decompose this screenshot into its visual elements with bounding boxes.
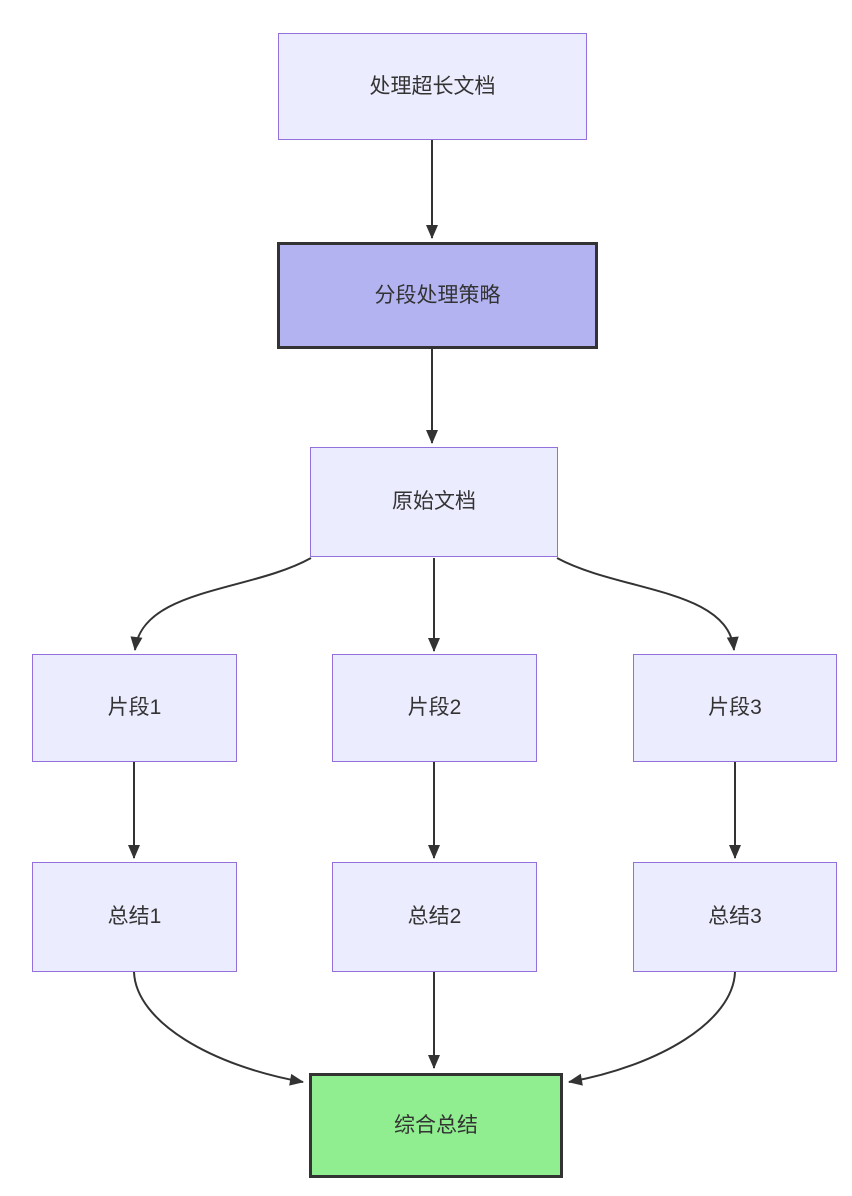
node-fragment-2: 片段2 <box>332 654 537 762</box>
edge-sum3-to-final <box>568 971 736 1086</box>
node-segment-strategy: 分段处理策略 <box>277 242 598 349</box>
edge-original-to-frag1 <box>130 557 312 651</box>
edge-original-to-frag3 <box>556 557 739 651</box>
node-original-doc: 原始文档 <box>310 447 558 557</box>
edge-sum1-to-final <box>133 971 304 1086</box>
node-fragment-1: 片段1 <box>32 654 237 762</box>
node-final-summary: 综合总结 <box>309 1073 563 1178</box>
node-summary-3: 总结3 <box>633 862 837 972</box>
node-process-long-doc: 处理超长文档 <box>278 33 587 140</box>
node-summary-1: 总结1 <box>32 862 237 972</box>
node-fragment-3: 片段3 <box>633 654 837 762</box>
node-summary-2: 总结2 <box>332 862 537 972</box>
